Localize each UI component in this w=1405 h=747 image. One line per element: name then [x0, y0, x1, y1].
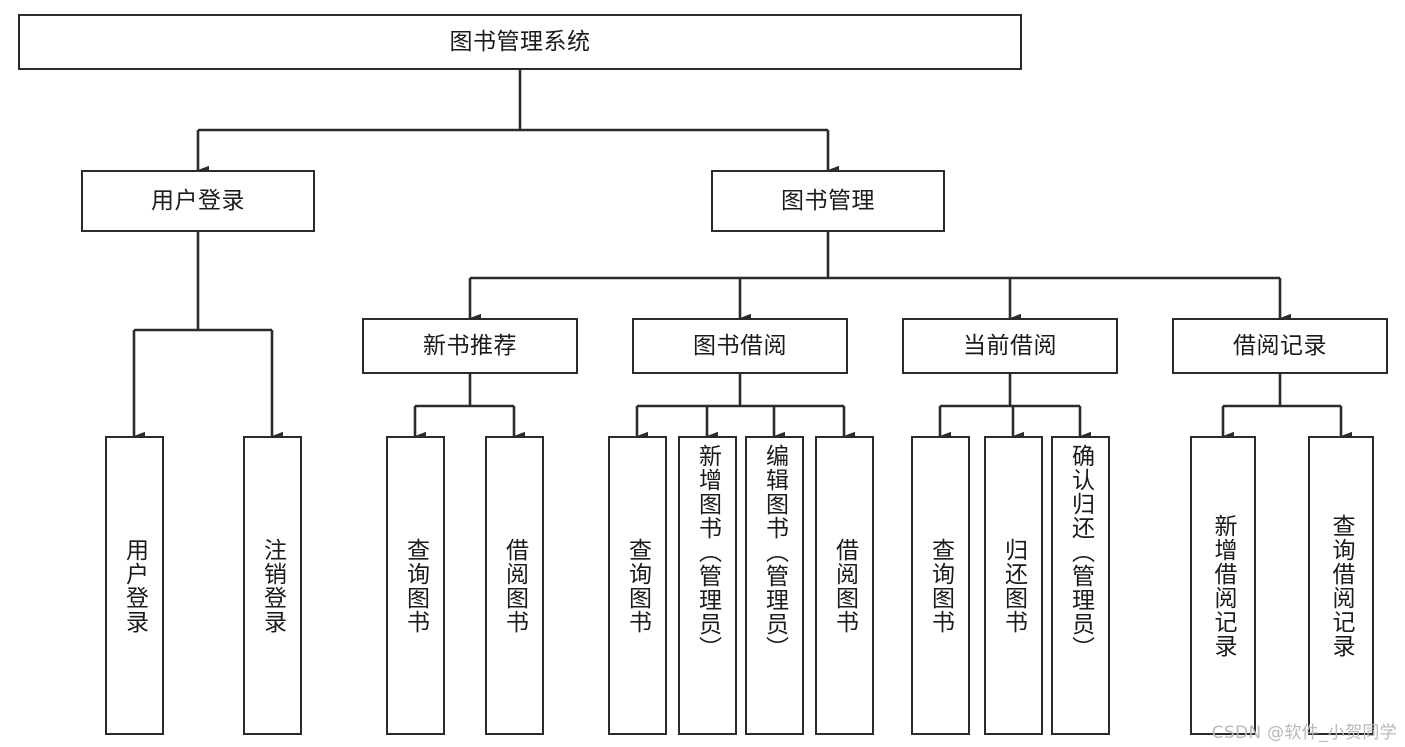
node-leaf-12-label: 查询借阅记录: [1328, 513, 1355, 658]
node-leaf-10[interactable]: 确认归还（管理员）: [1051, 436, 1110, 735]
node-level2-1[interactable]: 图书管理: [711, 170, 945, 232]
node-leaf-5[interactable]: 新增图书（管理员）: [678, 436, 737, 735]
node-level3-1-label: 图书借阅: [693, 332, 787, 359]
node-leaf-2[interactable]: 查询图书: [386, 436, 445, 735]
node-leaf-7[interactable]: 借阅图书: [815, 436, 874, 735]
node-leaf-5-label: 新增图书（管理员）: [694, 444, 721, 660]
node-leaf-1[interactable]: 注销登录: [243, 436, 302, 735]
node-level3-1[interactable]: 图书借阅: [632, 318, 848, 374]
node-leaf-3-label: 借阅图书: [501, 537, 528, 634]
node-leaf-9-label: 归还图书: [1000, 537, 1027, 634]
node-level3-0[interactable]: 新书推荐: [362, 318, 578, 374]
node-leaf-0[interactable]: 用户登录: [105, 436, 164, 735]
node-leaf-4[interactable]: 查询图书: [608, 436, 667, 735]
node-leaf-12[interactable]: 查询借阅记录: [1308, 436, 1374, 735]
node-level3-0-label: 新书推荐: [423, 332, 517, 359]
node-root-label: 图书管理系统: [449, 28, 591, 55]
node-leaf-8[interactable]: 查询图书: [911, 436, 970, 735]
node-level2-0-label: 用户登录: [151, 187, 245, 214]
node-level2-0[interactable]: 用户登录: [81, 170, 315, 232]
node-leaf-8-label: 查询图书: [927, 537, 954, 634]
node-leaf-11-label: 新增借阅记录: [1210, 513, 1237, 658]
node-leaf-2-label: 查询图书: [402, 537, 429, 634]
node-leaf-1-label: 注销登录: [259, 537, 286, 634]
node-leaf-10-label: 确认归还（管理员）: [1067, 444, 1094, 660]
node-level2-1-label: 图书管理: [781, 187, 875, 214]
node-level3-2-label: 当前借阅: [963, 332, 1057, 359]
node-level3-3-label: 借阅记录: [1233, 332, 1327, 359]
node-leaf-6-label: 编辑图书（管理员）: [761, 444, 788, 660]
node-level3-2[interactable]: 当前借阅: [902, 318, 1118, 374]
node-leaf-11[interactable]: 新增借阅记录: [1190, 436, 1256, 735]
node-root[interactable]: 图书管理系统: [18, 14, 1022, 70]
node-level3-3[interactable]: 借阅记录: [1172, 318, 1388, 374]
node-leaf-9[interactable]: 归还图书: [984, 436, 1043, 735]
node-leaf-7-label: 借阅图书: [831, 537, 858, 634]
node-leaf-4-label: 查询图书: [624, 537, 651, 634]
node-leaf-0-label: 用户登录: [121, 537, 148, 634]
node-leaf-3[interactable]: 借阅图书: [485, 436, 544, 735]
node-leaf-6[interactable]: 编辑图书（管理员）: [745, 436, 804, 735]
